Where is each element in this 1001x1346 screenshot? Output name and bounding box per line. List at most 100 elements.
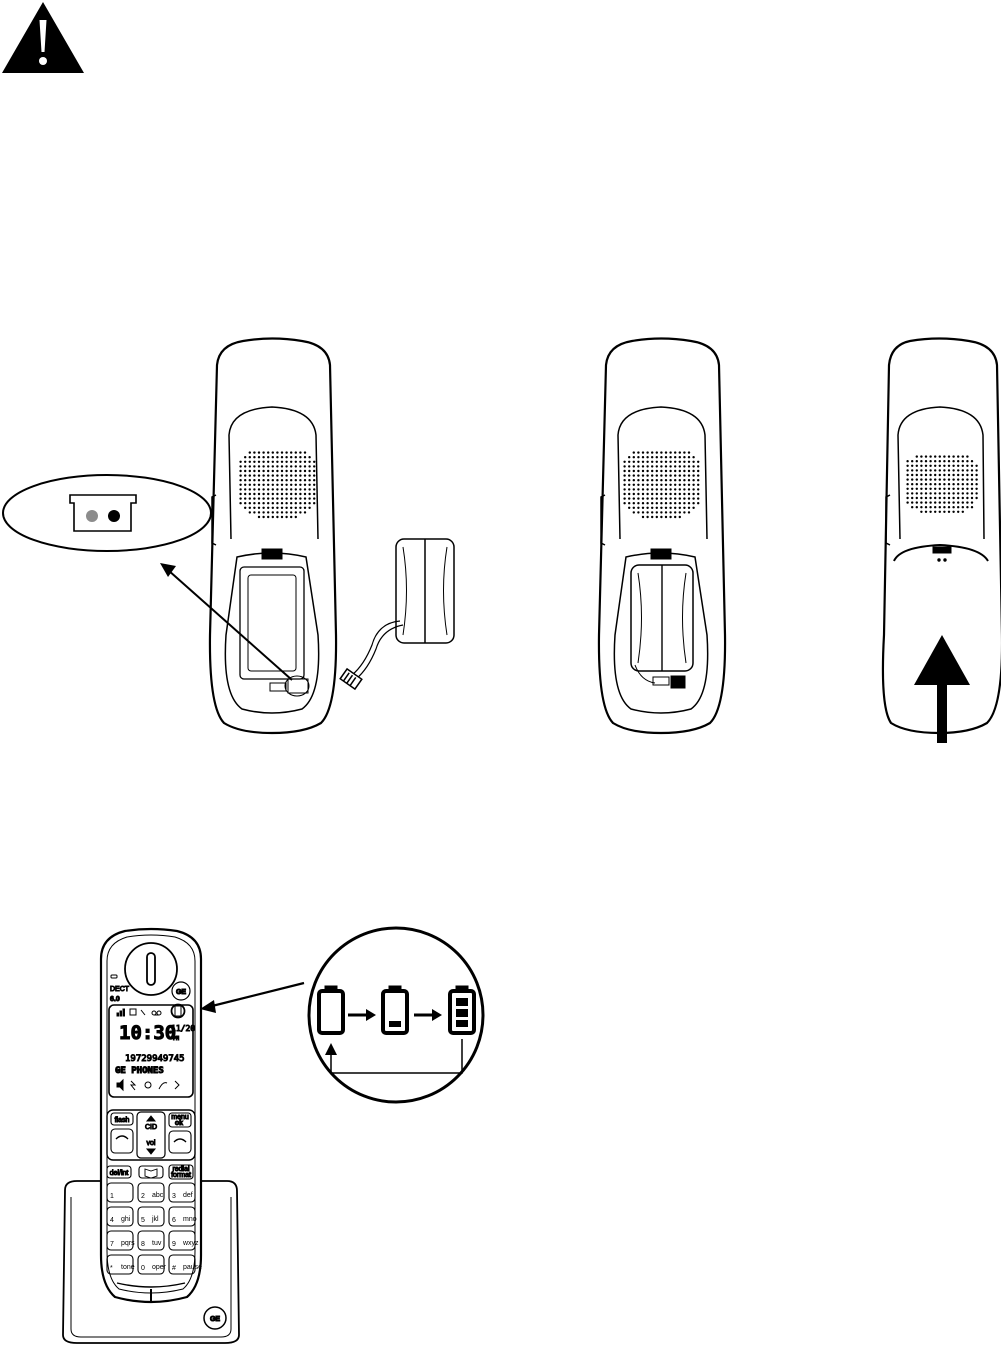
grille-hole xyxy=(911,488,913,490)
grille-hole xyxy=(637,502,639,504)
grille-hole xyxy=(295,502,297,504)
grille-hole xyxy=(697,484,699,486)
grille-hole xyxy=(253,470,255,472)
grille-hole xyxy=(683,497,685,499)
grille-hole xyxy=(299,507,301,509)
grille-hole xyxy=(948,501,950,503)
grille-hole xyxy=(299,456,301,458)
grille-hole xyxy=(285,516,287,518)
grille-hole xyxy=(656,465,658,467)
grille-hole xyxy=(943,465,945,467)
grille-hole xyxy=(966,465,968,467)
grille-hole xyxy=(258,470,260,472)
grille-hole xyxy=(939,501,941,503)
grille-hole xyxy=(304,451,306,453)
grille-hole xyxy=(669,484,671,486)
grille-hole xyxy=(656,474,658,476)
grille-hole xyxy=(920,488,922,490)
grille-hole xyxy=(943,511,945,513)
grille-hole xyxy=(281,470,283,472)
grille-hole xyxy=(299,493,301,495)
grille-hole xyxy=(637,507,639,509)
grille-hole xyxy=(244,493,246,495)
grille-hole xyxy=(916,497,918,499)
grille-hole xyxy=(281,456,283,458)
grille-hole xyxy=(697,502,699,504)
grille-hole xyxy=(920,511,922,513)
grille-hole xyxy=(697,479,699,481)
svg-text:ok: ok xyxy=(175,1120,183,1127)
grille-hole xyxy=(262,497,264,499)
grille-hole xyxy=(674,474,676,476)
grille-hole xyxy=(646,451,648,453)
grille-hole xyxy=(906,501,908,503)
grille-hole xyxy=(628,479,630,481)
grille-hole xyxy=(692,484,694,486)
grille-hole xyxy=(239,493,241,495)
grille-hole xyxy=(281,488,283,490)
grille-hole xyxy=(660,488,662,490)
grille-hole xyxy=(692,479,694,481)
grille-hole xyxy=(249,497,251,499)
grille-hole xyxy=(628,456,630,458)
grille-hole xyxy=(633,451,635,453)
grille-hole xyxy=(934,483,936,485)
grille-hole xyxy=(692,507,694,509)
grille-hole xyxy=(308,479,310,481)
grille-hole xyxy=(939,506,941,508)
grille-hole xyxy=(925,511,927,513)
grille-hole xyxy=(637,479,639,481)
key-digit: 9 xyxy=(172,1241,176,1248)
grille-hole xyxy=(934,506,936,508)
grille-hole xyxy=(929,506,931,508)
grille-hole xyxy=(679,484,681,486)
grille-hole xyxy=(637,461,639,463)
grille-hole xyxy=(952,492,954,494)
slide-up-arrow xyxy=(914,635,970,743)
grille-hole xyxy=(262,461,264,463)
grille-hole xyxy=(308,502,310,504)
grille-hole xyxy=(966,492,968,494)
grille-hole xyxy=(308,470,310,472)
grille-hole xyxy=(249,465,251,467)
grille-hole xyxy=(267,465,269,467)
grille-hole xyxy=(285,507,287,509)
key-letters: jkl xyxy=(151,1216,159,1223)
grille-hole xyxy=(295,479,297,481)
grille-hole xyxy=(276,497,278,499)
grille-hole xyxy=(674,502,676,504)
grille-hole xyxy=(642,456,644,458)
grille-hole xyxy=(262,488,264,490)
grille-hole xyxy=(244,502,246,504)
grille-hole xyxy=(642,474,644,476)
grille-hole xyxy=(688,456,690,458)
key-letters: ghi xyxy=(121,1216,131,1223)
grille-hole xyxy=(665,497,667,499)
grille-hole xyxy=(276,474,278,476)
step-battery-installed-illustration xyxy=(595,335,730,735)
grille-hole xyxy=(962,460,964,462)
grille-hole xyxy=(276,461,278,463)
grille-hole xyxy=(669,474,671,476)
grille-hole xyxy=(665,493,667,495)
grille-hole xyxy=(646,470,648,472)
key-digit: # xyxy=(172,1265,176,1272)
grille-hole xyxy=(267,511,269,513)
warning-triangle-icon xyxy=(0,0,86,76)
grille-hole xyxy=(679,507,681,509)
grille-hole xyxy=(253,479,255,481)
grille-hole xyxy=(304,507,306,509)
grille-hole xyxy=(642,451,644,453)
grille-hole xyxy=(683,488,685,490)
grille-hole xyxy=(943,474,945,476)
grille-hole xyxy=(688,502,690,504)
grille-hole xyxy=(962,501,964,503)
grille-hole xyxy=(948,506,950,508)
grille-hole xyxy=(623,465,625,467)
grille-hole xyxy=(628,461,630,463)
grille-hole xyxy=(660,470,662,472)
grille-hole xyxy=(952,474,954,476)
grille-hole xyxy=(272,479,274,481)
grille-hole xyxy=(975,465,977,467)
grille-hole xyxy=(646,493,648,495)
